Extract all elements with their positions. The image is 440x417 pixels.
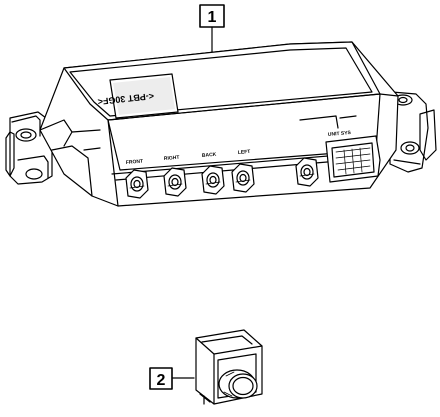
- callout-2-number: 2: [157, 372, 166, 389]
- multi-pin-connector: UNIT SYS: [325, 130, 381, 183]
- callout-1: [199, 4, 225, 53]
- connector-plug: [195, 329, 263, 405]
- port-label-front: FRONT: [126, 159, 144, 166]
- camera-ports: [125, 157, 319, 199]
- camera-module: <-PBT 30GF<: [5, 41, 437, 207]
- callout-1-number: 1: [208, 9, 217, 26]
- port-label-right: RIGHT: [164, 155, 180, 162]
- callout-2: [149, 367, 195, 390]
- connector-label: UNIT SYS: [328, 130, 352, 138]
- port-label-left: LEFT: [238, 149, 251, 156]
- port-label-back: BACK: [202, 152, 217, 159]
